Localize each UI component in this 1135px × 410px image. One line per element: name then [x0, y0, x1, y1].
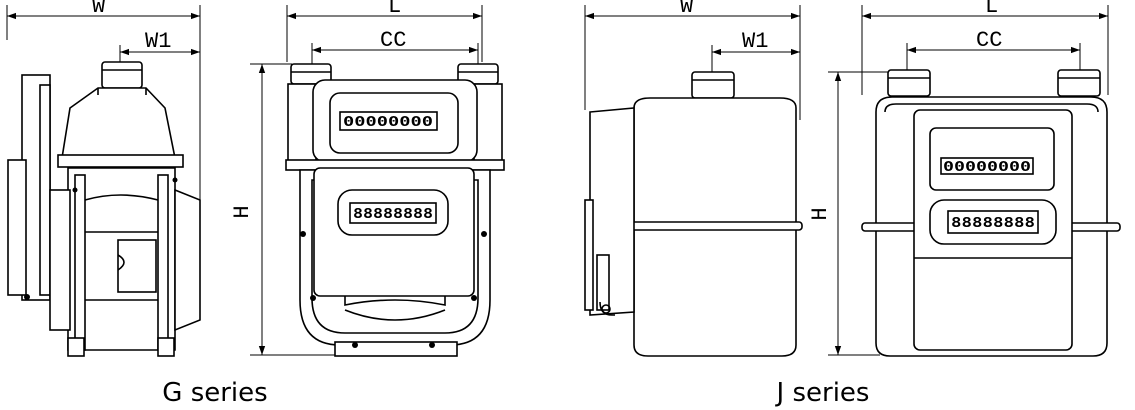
g-series-front-view: L CC H 00000000 88888888	[230, 0, 505, 357]
dimension-label-w1: W1	[145, 29, 171, 54]
dimension-label-cc: CC	[380, 28, 406, 53]
j-series-front-view: L CC H 00000000 88888888	[808, 0, 1121, 357]
dimension-label-cc-j: CC	[976, 28, 1002, 53]
flange	[57, 154, 184, 168]
g-top-counter: 00000000	[343, 115, 433, 130]
j-series-side-view: W W1	[584, 0, 803, 357]
meter-dome	[61, 87, 176, 159]
j-bottom-counter: 88888888	[951, 216, 1035, 231]
dimension-label-l-j: L	[985, 0, 998, 19]
dimension-label-w-j: W	[680, 0, 694, 19]
j-top-counter: 00000000	[943, 160, 1031, 175]
dimension-label-l: L	[388, 0, 401, 19]
dimension-label-h-j: H	[808, 207, 833, 220]
g-bottom-counter: 88888888	[353, 207, 433, 222]
inlet-fitting	[101, 61, 143, 89]
caption-g-series: G series	[162, 378, 267, 408]
dimension-label-w: W	[92, 0, 106, 19]
g-series-side-view: W W1	[6, 0, 201, 357]
caption-j-series: J series	[775, 378, 870, 408]
dimension-label-w1-j: W1	[742, 29, 768, 54]
dimension-label-h: H	[230, 205, 255, 218]
